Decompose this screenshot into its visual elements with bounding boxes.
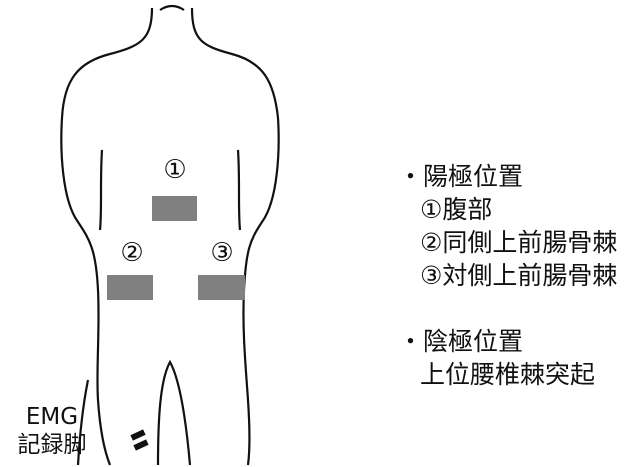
- anode-item-1: ①腹部: [398, 193, 628, 226]
- pad-2-label: ②: [112, 240, 152, 266]
- emg-electrode-2: [133, 439, 148, 450]
- cathode-heading: ・陰極位置: [398, 325, 628, 358]
- cathode-item-1: 上位腰椎棘突起: [398, 358, 628, 391]
- electrode-pad-2: [107, 275, 153, 300]
- emg-label-line1: EMG: [10, 403, 94, 431]
- pad-3-label: ③: [202, 240, 242, 266]
- pad-1-label: ①: [155, 157, 195, 183]
- electrode-pad-1: [152, 196, 197, 221]
- crotch-outline: [158, 362, 190, 465]
- anode-item-2: ②同側上前腸骨棘: [398, 226, 628, 259]
- torso-right-outline: [192, 8, 279, 465]
- emg-label-line2: 記録脚: [10, 431, 94, 459]
- anode-heading: ・陽極位置: [398, 160, 628, 193]
- left-arm-outline: [100, 150, 102, 230]
- electrode-pad-3: [198, 275, 245, 300]
- electrode-legend: ・陽極位置 ①腹部 ②同側上前腸骨棘 ③対側上前腸骨棘 ・陰極位置 上位腰椎棘突…: [398, 160, 628, 391]
- torso-left-outline: [61, 8, 152, 465]
- right-arm-outline: [238, 150, 240, 230]
- head-outline: [160, 6, 184, 10]
- emg-electrode-1: [130, 429, 145, 440]
- anode-item-3: ③対側上前腸骨棘: [398, 259, 628, 292]
- emg-label: EMG 記録脚: [10, 403, 94, 459]
